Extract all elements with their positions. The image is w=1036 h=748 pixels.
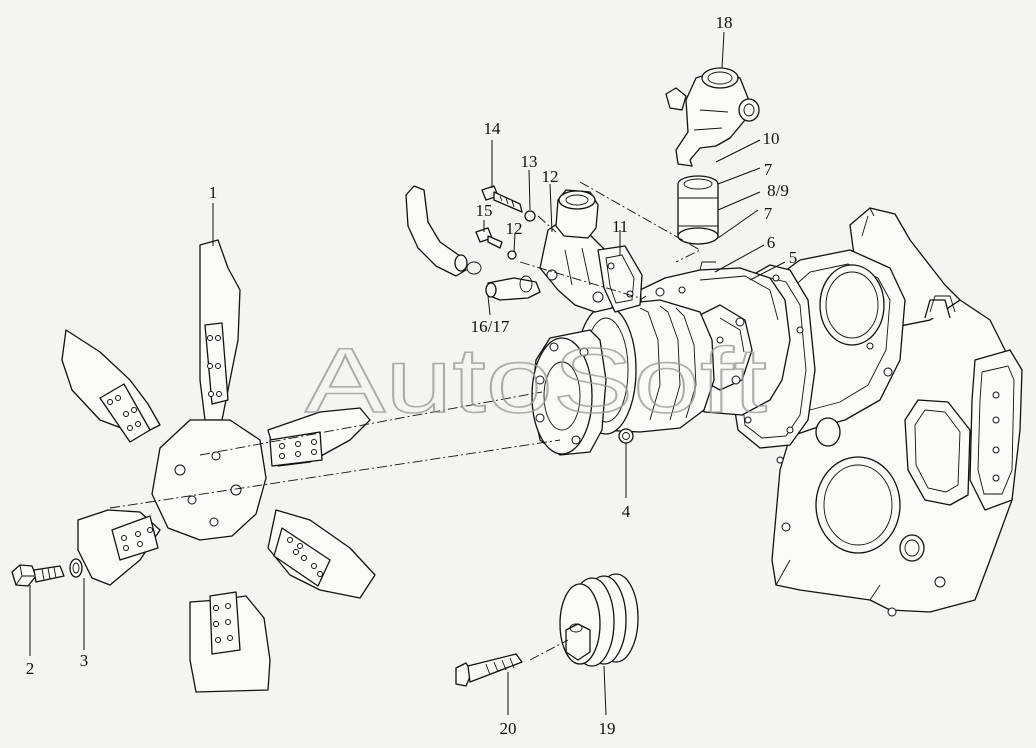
label-12-lower: 12 <box>506 219 523 238</box>
label-6: 6 <box>767 233 776 252</box>
label-20: 20 <box>500 719 517 738</box>
label-3: 3 <box>80 651 89 670</box>
label-1: 1 <box>209 183 218 202</box>
label-7-upper: 7 <box>764 160 773 179</box>
washer-3 <box>69 558 83 578</box>
thermostat-housing-12 <box>539 189 621 313</box>
label-13: 13 <box>521 152 538 171</box>
bypass-hose <box>405 185 541 301</box>
part-labels: 1 2 3 4 5 6 7 8/9 7 10 11 12 12 13 14 15… <box>26 13 798 738</box>
label-14: 14 <box>484 119 502 138</box>
assembly-centerlines <box>109 181 701 661</box>
thermostat-cover-18 <box>665 67 760 167</box>
cooling-fan-1 <box>61 239 376 693</box>
label-2: 2 <box>26 659 35 678</box>
label-11: 11 <box>612 217 628 236</box>
pulley-bolt-20 <box>455 653 523 687</box>
leader-lines <box>29 31 786 716</box>
fan-pulley-4 <box>531 299 715 456</box>
fan-bolt-2 <box>11 564 65 587</box>
label-7-lower: 7 <box>764 204 773 223</box>
label-4: 4 <box>622 502 631 521</box>
crankshaft-pulley-19 <box>559 573 639 667</box>
label-18: 18 <box>716 13 733 32</box>
watermark-text: AutoSoft <box>305 330 767 432</box>
label-5: 5 <box>789 248 798 267</box>
bolts-13-14-15 <box>475 185 536 260</box>
label-15: 15 <box>476 201 493 220</box>
label-16-17: 16/17 <box>471 317 510 336</box>
label-10: 10 <box>763 129 780 148</box>
thermostat-8-9 <box>677 175 719 245</box>
label-19: 19 <box>599 719 616 738</box>
label-12-upper: 12 <box>542 167 559 186</box>
label-8-9: 8/9 <box>767 181 789 200</box>
